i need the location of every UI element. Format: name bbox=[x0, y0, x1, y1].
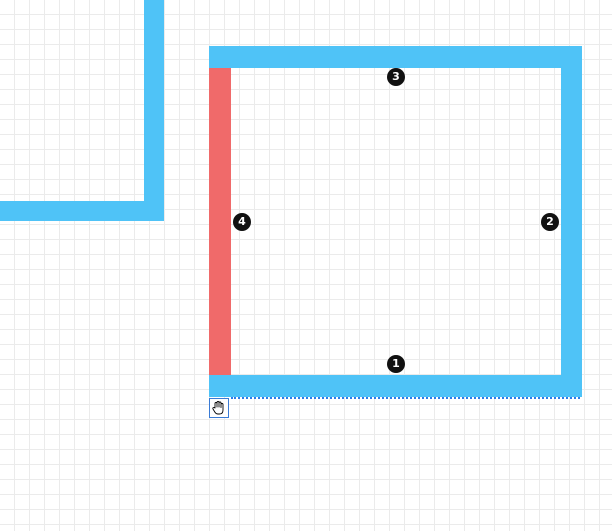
wall-badge-3[interactable]: 3 bbox=[387, 68, 405, 86]
room-wall-1[interactable] bbox=[209, 375, 582, 397]
wall-badge-1[interactable]: 1 bbox=[387, 355, 405, 373]
adjacent-wall-vertical[interactable] bbox=[144, 0, 164, 221]
room-wall-2[interactable] bbox=[561, 46, 582, 397]
wall-badge-4[interactable]: 4 bbox=[233, 213, 251, 231]
selection-edge-line bbox=[231, 397, 580, 399]
room-wall-3[interactable] bbox=[209, 46, 582, 68]
wall-badge-2[interactable]: 2 bbox=[541, 213, 559, 231]
room-wall-4-selected[interactable] bbox=[209, 68, 231, 375]
adjacent-wall-horizontal[interactable] bbox=[0, 201, 164, 221]
corner-drag-handle[interactable] bbox=[209, 398, 229, 418]
hand-grab-icon bbox=[212, 401, 224, 415]
